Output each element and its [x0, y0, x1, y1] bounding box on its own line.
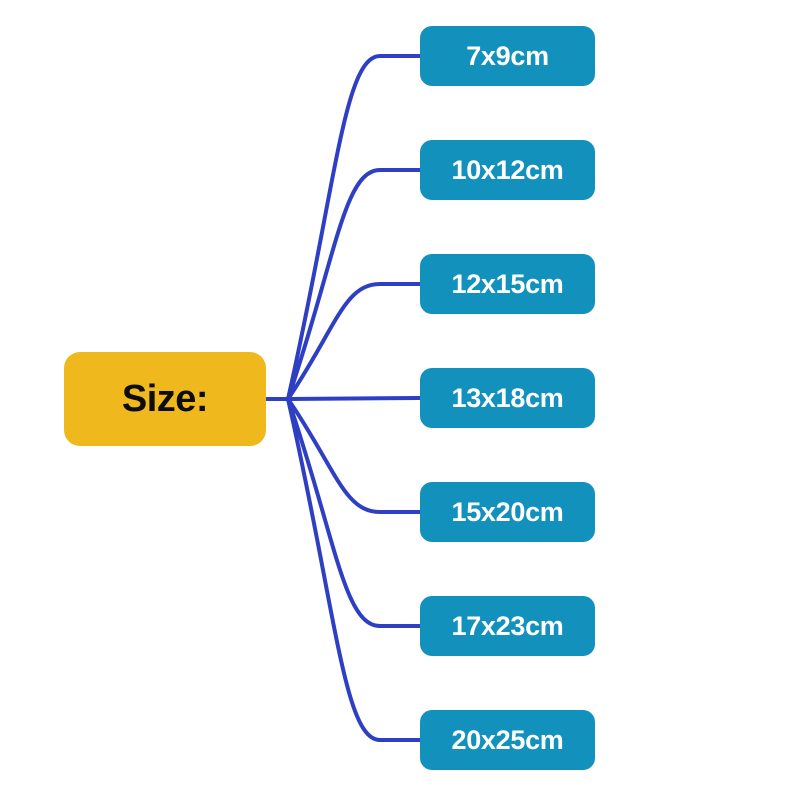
connector-branch-5 — [286, 397, 422, 628]
leaf-node-label-4: 15x20cm — [451, 496, 564, 527]
leaf-node-label-3: 13x18cm — [451, 382, 564, 413]
connector-branch-2 — [286, 282, 422, 401]
leaf-node-label-5: 17x23cm — [451, 610, 564, 641]
connector-branch-1 — [286, 168, 422, 401]
leaf-node-label-0: 7x9cm — [466, 40, 549, 71]
leaf-node-3[interactable]: 13x18cm — [420, 368, 595, 428]
connector-branch-6 — [286, 397, 422, 742]
leaf-node-label-2: 12x15cm — [451, 268, 564, 299]
leaf-node-2[interactable]: 12x15cm — [420, 254, 595, 314]
leaf-node-label-6: 20x25cm — [451, 724, 564, 755]
root-node-label: Size: — [121, 378, 209, 420]
leaf-node-5[interactable]: 17x23cm — [420, 596, 595, 656]
connector-branch-4 — [286, 397, 422, 514]
root-node-size[interactable]: Size: — [64, 352, 266, 446]
connector-branch-0 — [286, 54, 422, 401]
leaf-node-label-1: 10x12cm — [451, 154, 564, 185]
leaf-node-0[interactable]: 7x9cm — [420, 26, 595, 86]
connector-branch-3 — [286, 396, 422, 401]
leaf-node-4[interactable]: 15x20cm — [420, 482, 595, 542]
leaf-node-1[interactable]: 10x12cm — [420, 140, 595, 200]
leaf-node-6[interactable]: 20x25cm — [420, 710, 595, 770]
